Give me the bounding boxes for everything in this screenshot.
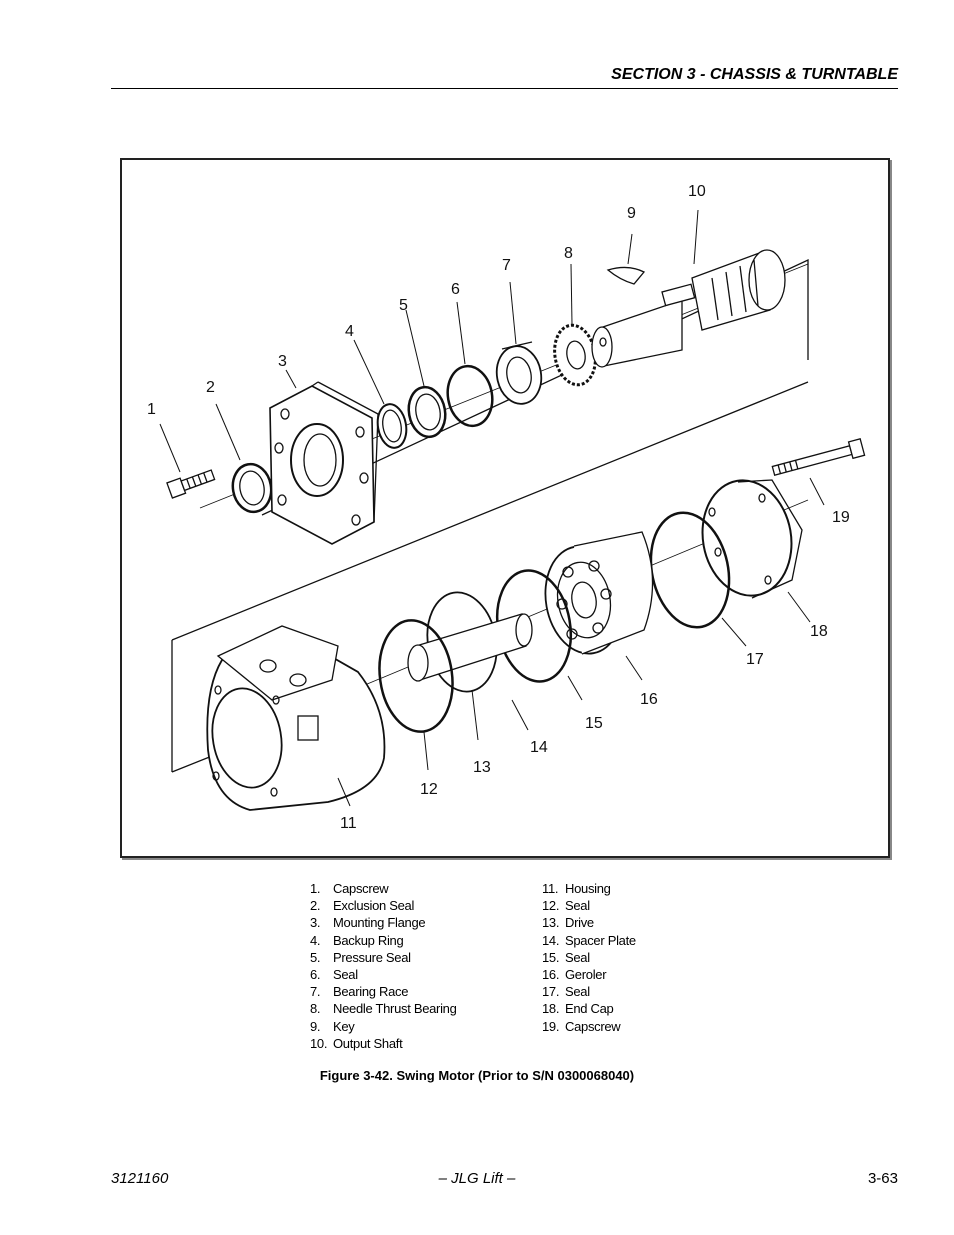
legend-item: 13.Drive	[542, 915, 594, 931]
legend-item: 7.Bearing Race	[310, 984, 409, 1000]
output-shaft-part	[591, 249, 786, 368]
legend-item: 2.Exclusion Seal	[310, 898, 415, 914]
legend-item: 16.Geroler	[542, 967, 607, 983]
callout-18: 18	[810, 623, 828, 640]
end-cap-part	[701, 479, 803, 599]
callout-4: 4	[345, 323, 354, 340]
callout-8: 8	[564, 245, 573, 262]
legend-item: 9.Key	[310, 1018, 355, 1034]
callout-10: 10	[688, 183, 706, 200]
exploded-view-figure: 1 2 3 4 5 6 7 8 9 10 11 12 13 14 15 16 1…	[120, 158, 890, 858]
legend-item: 19.Capscrew	[542, 1018, 621, 1034]
callout-14: 14	[530, 739, 548, 756]
legend-item: 1.Capscrew	[310, 881, 389, 896]
callout-16: 16	[640, 691, 658, 708]
callout-5: 5	[399, 297, 408, 314]
legend-item: 5.Pressure Seal	[310, 949, 411, 965]
lower-assembly-outline	[171, 381, 809, 641]
parts-legend-left: 1.Capscrew 2.Exclusion Seal 3.Mounting F…	[310, 880, 457, 1052]
callout-15: 15	[585, 715, 603, 732]
legend-item: 4.Backup Ring	[310, 932, 404, 948]
header-rule	[111, 88, 898, 89]
callout-7: 7	[502, 257, 511, 274]
section-title: SECTION 3 - CHASSIS & TURNTABLE	[611, 66, 898, 83]
legend-item: 15.Seal	[542, 949, 590, 965]
housing-part	[206, 625, 386, 811]
callout-9: 9	[627, 205, 636, 222]
drive-part	[407, 613, 533, 682]
callout-2: 2	[206, 379, 215, 396]
legend-item: 18.End Cap	[542, 1001, 614, 1017]
footer-doc-number: 3121160	[111, 1170, 169, 1187]
backup-ring-part	[376, 403, 408, 449]
legend-item: 6.Seal	[310, 967, 358, 983]
legend-item: 10.Output Shaft	[310, 1035, 403, 1051]
footer-publisher: – JLG Lift –	[438, 1170, 516, 1187]
legend-item: 3.Mounting Flange	[310, 915, 426, 931]
seal-o-ring-upper	[446, 364, 494, 428]
long-capscrew-part	[771, 438, 866, 476]
legend-item: 8.Needle Thrust Bearing	[310, 1001, 457, 1017]
footer-page-number: 3-63	[867, 1170, 898, 1187]
callout-1: 1	[147, 401, 156, 418]
legend-item: 12.Seal	[542, 898, 590, 914]
swing-motor-drawing: 1 2 3 4 5 6 7 8 9 10 11 12 13 14 15 16 1…	[147, 183, 866, 832]
callout-13: 13	[473, 759, 491, 776]
upper-assembly-outline	[261, 258, 809, 516]
exclusion-seal-part	[231, 462, 273, 514]
parts-legend-right: 11.Housing 12.Seal 13.Drive 14.Spacer Pl…	[542, 880, 636, 1035]
callout-19: 19	[832, 509, 850, 526]
callout-12: 12	[420, 781, 438, 798]
callout-17: 17	[746, 651, 764, 668]
capscrew-part	[166, 469, 216, 499]
key-part	[606, 266, 646, 285]
figure-caption: Figure 3-42. Swing Motor (Prior to S/N 0…	[319, 1068, 635, 1083]
mounting-flange-part	[269, 381, 379, 545]
legend-item: 14.Spacer Plate	[542, 932, 636, 948]
callout-11: 11	[340, 815, 357, 832]
callout-3: 3	[278, 353, 287, 370]
legend-item: 11.Housing	[542, 881, 611, 896]
bearing-race-part	[495, 345, 543, 405]
callout-6: 6	[451, 281, 460, 298]
geroler-part	[544, 531, 654, 655]
legend-item: 17.Seal	[542, 984, 590, 1000]
seal-o-ring-housing	[378, 619, 454, 733]
